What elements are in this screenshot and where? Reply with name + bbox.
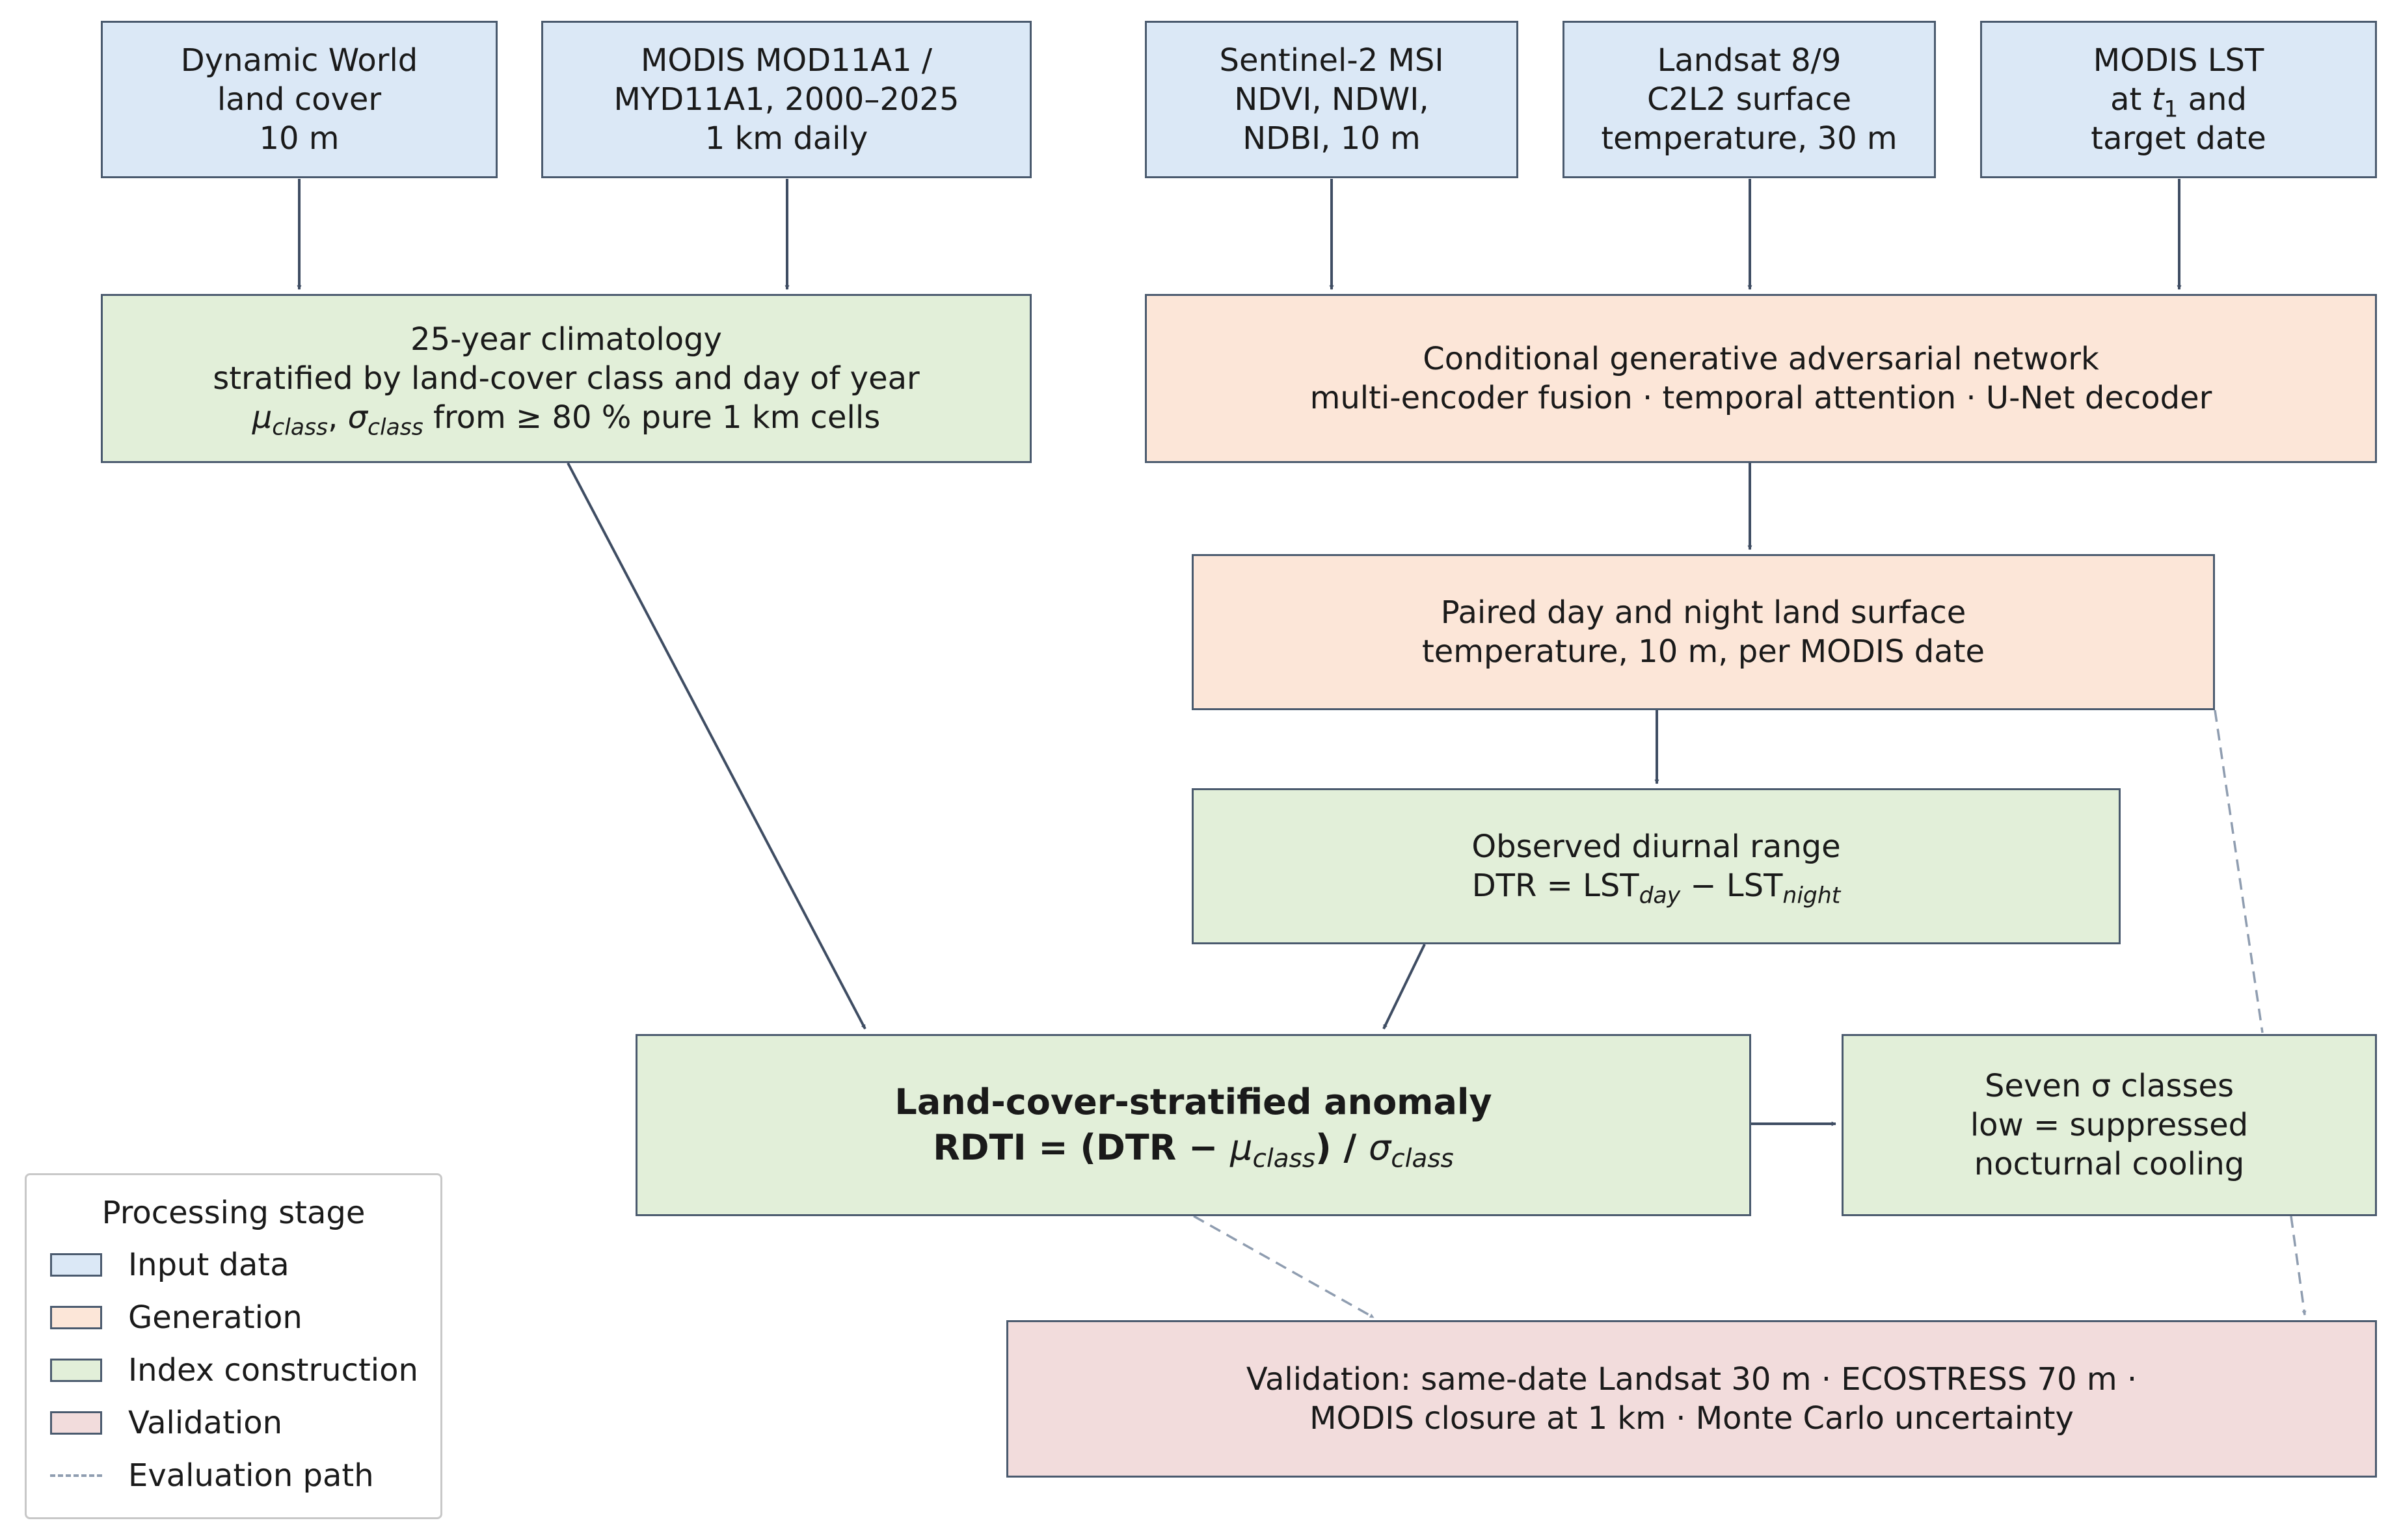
legend-item-generation: Generation (50, 1298, 302, 1337)
mu-symbol: μ (252, 399, 273, 436)
text-line: MODIS LST (2093, 42, 2264, 79)
legend: Processing stage Input data Generation I… (25, 1173, 442, 1519)
paired-lst-box: Paired day and night land surface temper… (1192, 554, 2215, 710)
eval-path-paired-to-classes (2214, 710, 2264, 1033)
legend-swatch-index (50, 1359, 102, 1382)
input-dynamic-world: Dynamic World land cover 10 m (101, 21, 498, 178)
text-line: MYD11A1, 2000–2025 (613, 81, 959, 118)
text-line: Observed diurnal range (1471, 829, 1841, 865)
legend-item-input: Input data (50, 1245, 289, 1284)
legend-label: Index construction (128, 1352, 418, 1388)
arrow-climatology-to-rdti (567, 462, 866, 1029)
legend-label: Evaluation path (128, 1457, 374, 1494)
mu-symbol: μ (1230, 1127, 1253, 1168)
text-line: nocturnal cooling (1974, 1146, 2245, 1182)
eval-path-classes-to-validation (2290, 1215, 2307, 1316)
legend-swatch-validation (50, 1411, 102, 1435)
subscript: 1 (2164, 96, 2179, 123)
arrow-dtr-to-rdti (1382, 944, 1426, 1029)
text-line: MODIS MOD11A1 / (640, 42, 933, 79)
legend-label: Generation (128, 1299, 302, 1336)
text-line: Landsat 8/9 (1657, 42, 1842, 79)
subscript: night (1782, 883, 1841, 909)
text-line: land cover (217, 81, 382, 118)
text-line: multi-encoder fusion · temporal attentio… (1309, 380, 2212, 416)
subscript: class (1252, 1144, 1316, 1174)
input-landsat: Landsat 8/9 C2L2 surface temperature, 30… (1563, 21, 1936, 178)
text-fragment: RDTI = (DTR − (933, 1127, 1231, 1168)
legend-item-index: Index construction (50, 1351, 418, 1390)
legend-title: Processing stage (101, 1195, 366, 1231)
text-fragment: from ≥ 80 % pure 1 km cells (423, 399, 881, 436)
legend-swatch-generation (50, 1306, 102, 1329)
rdti-box: Land-cover-stratified anomaly RDTI = (DT… (636, 1034, 1751, 1216)
text-line: Paired day and night land surface (1440, 594, 1966, 631)
text-line: MODIS closure at 1 km · Monte Carlo unce… (1309, 1400, 2074, 1437)
text-line: NDBI, 10 m (1242, 120, 1421, 157)
sigma-symbol: σ (1369, 1127, 1391, 1168)
text-line: 25-year climatology (410, 321, 722, 358)
legend-dashed-line (50, 1474, 102, 1477)
subscript: day (1639, 883, 1681, 909)
climatology-box: 25-year climatology stratified by land-c… (101, 294, 1032, 463)
text-line: Validation: same-date Landsat 30 m · ECO… (1246, 1361, 2138, 1398)
subscript: class (1391, 1144, 1454, 1174)
input-modis-lst: MODIS LST at t1 and target date (1980, 21, 2377, 178)
text-line: Sentinel-2 MSI (1219, 42, 1444, 79)
text-line: temperature, 30 m (1601, 120, 1898, 157)
text-fragment: ) / (1315, 1127, 1369, 1168)
legend-swatch-input (50, 1253, 102, 1277)
text-fragment: at (2110, 81, 2152, 118)
text-line: Land-cover-stratified anomaly (894, 1082, 1492, 1122)
legend-label: Validation (128, 1405, 283, 1441)
text-line: Seven σ classes (1985, 1068, 2234, 1104)
text-fragment: , (328, 399, 348, 436)
text-line: μclass, σclass from ≥ 80 % pure 1 km cel… (252, 398, 881, 441)
legend-item-validation: Validation (50, 1403, 282, 1442)
text-line: 10 m (259, 120, 340, 157)
legend-label: Input data (128, 1247, 289, 1283)
input-sentinel2: Sentinel-2 MSI NDVI, NDWI, NDBI, 10 m (1145, 21, 1518, 178)
text-fragment: DTR = LST (1471, 868, 1639, 904)
input-modis-mod11: MODIS MOD11A1 / MYD11A1, 2000–2025 1 km … (541, 21, 1032, 178)
text-line: target date (2091, 120, 2266, 157)
text-line: stratified by land-cover class and day o… (213, 360, 920, 397)
text-line: at t1 and (2110, 80, 2247, 123)
variable-t: t (2151, 81, 2164, 118)
text-line: temperature, 10 m, per MODIS date (1421, 633, 1985, 670)
text-line: 1 km daily (704, 120, 868, 157)
gan-box: Conditional generative adversarial netwo… (1145, 294, 2377, 463)
legend-item-evaluation: Evaluation path (50, 1456, 374, 1495)
text-line: C2L2 surface (1647, 81, 1851, 118)
text-line: RDTI = (DTR − μclass) / σclass (933, 1125, 1454, 1174)
subscript: class (272, 414, 329, 441)
sigma-classes-box: Seven σ classes low = suppressed nocturn… (1842, 1034, 2377, 1216)
text-fragment: − LST (1680, 868, 1783, 904)
validation-box: Validation: same-date Landsat 30 m · ECO… (1006, 1320, 2377, 1478)
text-fragment: and (2178, 81, 2247, 118)
text-line: low = suppressed (1970, 1107, 2249, 1143)
text-line: Dynamic World (180, 42, 418, 79)
text-line: NDVI, NDWI, (1234, 81, 1429, 118)
dtr-box: Observed diurnal range DTR = LSTday − LS… (1192, 788, 2121, 944)
eval-path-rdti-to-validation (1193, 1215, 1375, 1319)
text-line: Conditional generative adversarial netwo… (1423, 341, 2099, 377)
sigma-symbol: σ (347, 399, 368, 436)
text-line: DTR = LSTday − LSTnight (1471, 866, 1841, 907)
subscript: class (368, 414, 423, 441)
